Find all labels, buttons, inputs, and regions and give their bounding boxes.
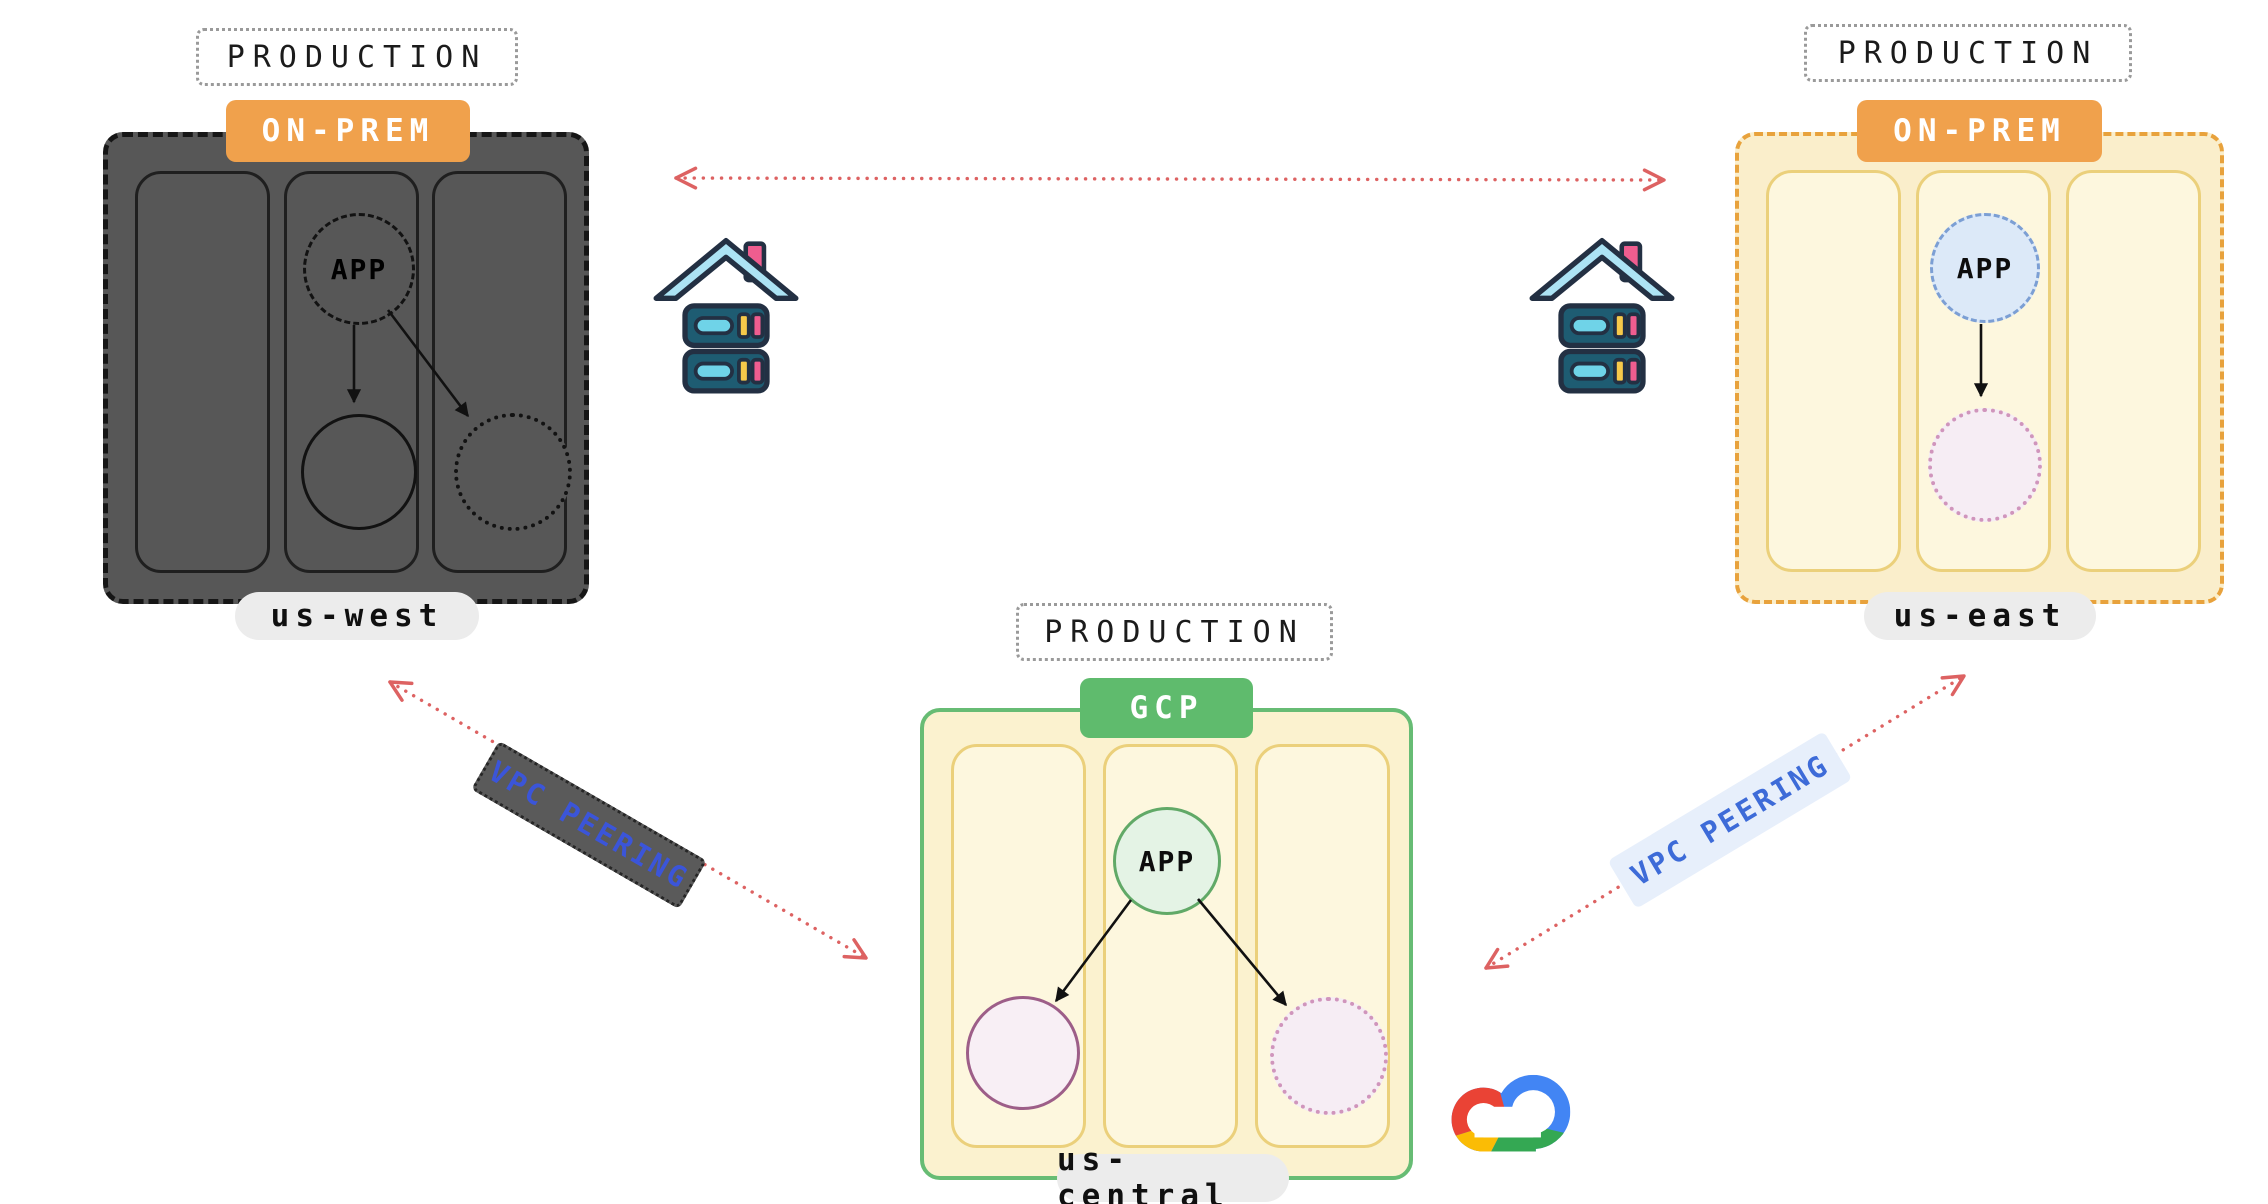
production-label-text: PRODUCTION: [1837, 35, 2099, 71]
region-pill-text: us-central: [1057, 1142, 1230, 1204]
us-central-planned-node: [1270, 997, 1388, 1115]
vpc-peering-label-west-central: VPC PEERING: [471, 740, 707, 910]
us-west-site-box: APP: [103, 132, 589, 604]
server-unit-top: [1558, 303, 1646, 349]
server-unit-top: [682, 303, 770, 349]
app-node-label: APP: [330, 252, 388, 286]
us-central-app-node: APP: [1113, 807, 1221, 915]
vpc-peering-text: VPC PEERING: [1624, 747, 1836, 893]
us-west-region-pill: us-west: [235, 592, 479, 640]
onprem-badge-text: ON-PREM: [1893, 113, 2066, 149]
us-east-site-box: APP: [1735, 132, 2224, 604]
us-central-replica-node: [966, 996, 1080, 1110]
peering-arrow-west-east: [674, 166, 1666, 192]
vpc-peering-text: VPC PEERING: [483, 754, 695, 896]
onprem-badge-text: ON-PREM: [261, 113, 435, 149]
vpc-peering-label-central-east: VPC PEERING: [1607, 731, 1853, 909]
us-central-region-pill: us-central: [1057, 1142, 1289, 1204]
us-west-planned-node: [454, 413, 572, 531]
onprem-datacenter-icon: [1529, 237, 1675, 394]
region-pill-text: us-west: [270, 598, 444, 634]
app-node-label: APP: [1138, 844, 1196, 878]
us-east-app-node: APP: [1930, 213, 2040, 323]
server-unit-bottom: [682, 348, 770, 394]
us-west-replica-node: [301, 414, 417, 530]
us-east-planned-node: [1928, 408, 2042, 522]
us-central-site-box: APP: [920, 708, 1413, 1180]
production-label-text: PRODUCTION: [1044, 614, 1305, 650]
production-label-text: PRODUCTION: [226, 39, 488, 75]
onprem-badge-us-east: ON-PREM: [1857, 100, 2102, 162]
production-label-us-central: PRODUCTION: [1016, 603, 1333, 661]
server-unit-bottom: [1558, 348, 1646, 394]
us-west-app-node: APP: [303, 213, 415, 325]
app-node-label: APP: [1956, 251, 2014, 285]
us-west-zone-1: [135, 171, 270, 573]
region-pill-text: us-east: [1893, 598, 2067, 634]
us-east-zone-1: [1766, 170, 1901, 572]
us-east-zone-3: [2066, 170, 2201, 572]
production-label-us-west: PRODUCTION: [196, 28, 518, 86]
us-central-zone-2: [1103, 744, 1238, 1148]
us-east-region-pill: us-east: [1864, 592, 2096, 640]
gcp-badge-text: GCP: [1129, 690, 1204, 726]
production-label-us-east: PRODUCTION: [1804, 24, 2132, 82]
gcp-badge: GCP: [1080, 678, 1253, 738]
onprem-datacenter-icon: [653, 237, 799, 394]
onprem-badge-us-west: ON-PREM: [226, 100, 470, 162]
google-cloud-logo: [1426, 1074, 1592, 1184]
